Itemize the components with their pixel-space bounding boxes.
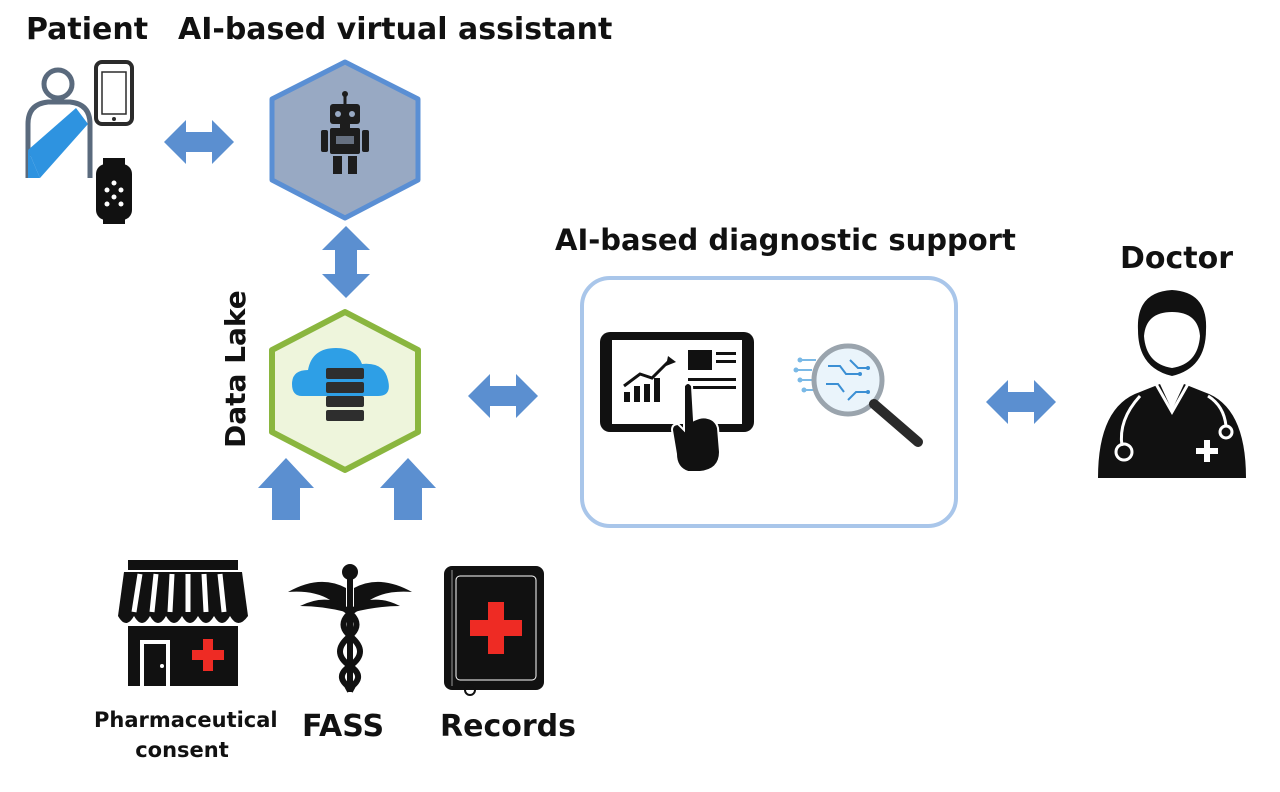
datalake-diagnostic-arrow (468, 374, 538, 418)
doctor-label: Doctor (1120, 241, 1234, 276)
caduceus-icon (288, 564, 412, 693)
virtual-assistant-label: AI-based virtual assistant (178, 12, 613, 47)
patient-assistant-arrow (164, 120, 234, 164)
patient-icon (25, 67, 93, 178)
cloud-database-icon (292, 348, 389, 421)
records-upload-arrow (380, 458, 436, 520)
assistant-datalake-arrow (322, 226, 370, 298)
pharmacy-upload-arrow (258, 458, 314, 520)
diagnostic-support-label: AI-based diagnostic support (555, 223, 1016, 257)
diagnostic-doctor-arrow (986, 380, 1056, 424)
fass-label: FASS (302, 709, 385, 744)
records-label: Records (440, 709, 576, 744)
pharmacy-icon (118, 560, 248, 686)
patient-label: Patient (26, 12, 149, 47)
smartwatch-icon (96, 158, 132, 224)
pharmaceutical-label: Pharmaceutical (94, 708, 278, 732)
robot-icon (321, 91, 369, 174)
medical-record-icon (444, 566, 544, 696)
ai-magnifier-icon (793, 343, 923, 447)
smartphone-icon (94, 60, 134, 126)
doctor-icon (1098, 290, 1246, 478)
tablet-chart-icon (600, 332, 754, 473)
consent-label: consent (135, 738, 229, 762)
